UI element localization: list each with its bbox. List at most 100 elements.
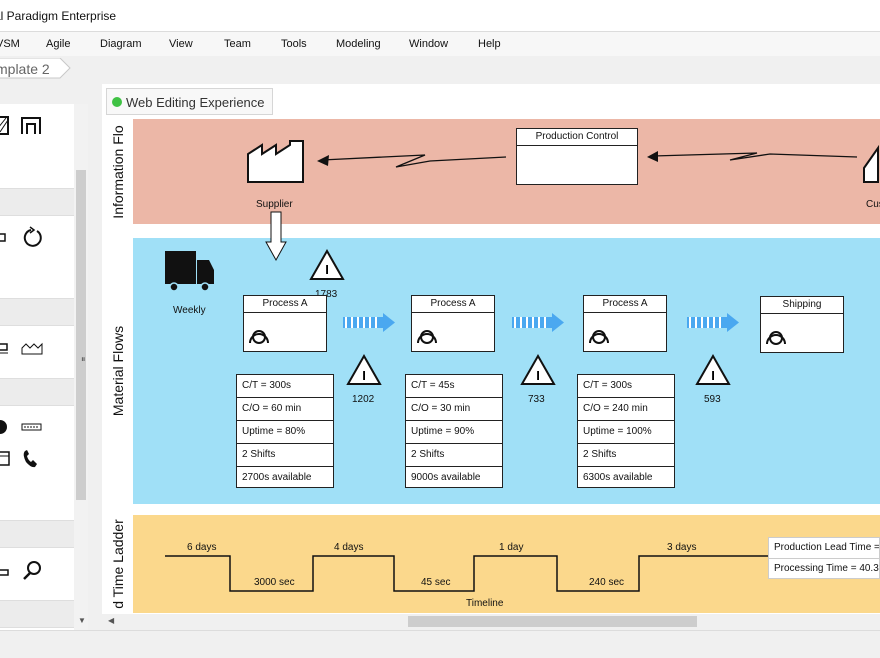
push-arrow-icon[interactable] (687, 313, 739, 332)
menu-view[interactable]: View (169, 38, 193, 50)
process-box[interactable]: Process A (243, 295, 327, 352)
web-editing-label: Web Editing Experience (126, 95, 265, 110)
splitter[interactable]: ⏸ (81, 104, 102, 630)
ladder-secs-label: 240 sec (589, 577, 625, 588)
inventory-triangle-icon[interactable]: I (346, 353, 382, 385)
circle-icon[interactable] (0, 420, 7, 434)
breadcrumb-row (0, 56, 880, 82)
lead-time-text: Production Lead Time = (774, 542, 880, 553)
palette-group-header[interactable] (0, 520, 74, 548)
inventory-triangle-icon[interactable]: I (520, 353, 556, 385)
ladder-days-label: 1 day (499, 542, 524, 553)
process-data-box[interactable]: C/T = 300s C/O = 60 min Uptime = 80% 2 S… (236, 374, 334, 488)
lane-label-ladder[interactable]: d Time Ladder (104, 515, 132, 613)
menu-modeling[interactable]: Modeling (336, 38, 381, 50)
data-cell: 2 Shifts (578, 444, 674, 467)
ladder-days-label: 6 days (187, 542, 217, 553)
shipping-name: Shipping (761, 297, 843, 314)
data-cell: 9000s available (411, 472, 481, 483)
process-data-box[interactable]: C/T = 300s C/O = 240 min Uptime = 100% 2… (577, 374, 675, 488)
ladder-days-label: 3 days (667, 542, 697, 553)
data-cell: 6300s available (583, 472, 653, 483)
shipping-box[interactable]: Shipping (760, 296, 844, 353)
menu-team[interactable]: Team (224, 38, 251, 50)
data-cell: Uptime = 100% (578, 421, 674, 444)
kanban-card-icon[interactable] (21, 423, 42, 431)
supplier-factory-icon[interactable] (247, 140, 304, 183)
scroll-left-arrow-icon[interactable]: ◀ (108, 616, 115, 625)
process-data-box[interactable]: C/T = 45s C/O = 30 min Uptime = 90% 2 Sh… (405, 374, 503, 488)
electronic-info-arrow[interactable] (317, 154, 507, 168)
ladder-secs-label: 45 sec (421, 577, 451, 588)
menu-help[interactable]: Help (478, 38, 501, 50)
menu-bar: VSM Agile Diagram View Team Tools Modeli… (0, 32, 880, 56)
hatched-box-icon[interactable] (0, 116, 9, 135)
inventory-count: 1783 (315, 289, 337, 300)
process-box[interactable]: Process A (583, 295, 667, 352)
store-icon[interactable] (0, 451, 10, 466)
supermarket-icon[interactable] (21, 117, 41, 134)
customer-factory-icon[interactable] (863, 144, 879, 183)
palette-group-header[interactable] (0, 600, 74, 628)
inventory-triangle-icon[interactable]: I (309, 248, 345, 280)
operator-icon (249, 330, 269, 344)
push-arrow-icon[interactable] (512, 313, 564, 332)
svg-text:I: I (536, 368, 540, 383)
ladder-days-label: 4 days (334, 542, 364, 553)
truck-frequency-label: Weekly (173, 305, 206, 316)
data-cell: C/T = 45s (406, 375, 502, 398)
operator-icon (766, 331, 786, 345)
timeline-ladder[interactable] (165, 555, 768, 592)
palette-group-header[interactable] (0, 188, 74, 216)
lead-time-ladder-lane[interactable] (133, 515, 880, 613)
truck-icon[interactable] (165, 251, 214, 292)
svg-text:I: I (711, 368, 715, 383)
canvas-scroll-thumb[interactable] (408, 616, 697, 627)
magnifier-icon[interactable] (23, 561, 41, 580)
data-cell: C/O = 60 min (237, 398, 333, 421)
status-dot-icon (112, 97, 122, 107)
lane-label-information[interactable]: Information Flo (104, 119, 132, 224)
scroll-down-arrow-icon[interactable]: ▼ (78, 616, 86, 625)
web-editing-experience-button[interactable]: Web Editing Experience (106, 88, 273, 115)
lead-time-summary[interactable]: Production Lead Time = Processing Time =… (768, 537, 880, 579)
electronic-info-arrow[interactable] (647, 151, 858, 162)
inventory-triangle-icon[interactable]: I (695, 353, 731, 385)
menu-vsm[interactable]: VSM (0, 38, 20, 50)
supplier-label: Supplier (256, 199, 293, 210)
data-cell: C/T = 300s (237, 375, 333, 398)
inventory-count: 593 (704, 394, 721, 405)
data-cell: 2 Shifts (237, 444, 333, 467)
app-title: al Paradigm Enterprise (0, 9, 117, 23)
palette-group-header[interactable] (0, 298, 74, 326)
lane-label-material[interactable]: Material Flows (104, 238, 132, 504)
menu-diagram[interactable]: Diagram (100, 38, 142, 50)
palette-group-header[interactable] (0, 378, 74, 406)
splitter-grip-icon[interactable]: ⏸ (81, 354, 86, 364)
diagram-toolbar (0, 104, 88, 630)
menu-window[interactable]: Window (409, 38, 449, 50)
process-box[interactable]: Process A (411, 295, 495, 352)
shape-small-icon[interactable] (0, 233, 6, 242)
menu-agile[interactable]: Agile (46, 38, 71, 50)
factory-small-icon[interactable] (21, 342, 43, 355)
phone-icon[interactable] (23, 450, 37, 468)
status-bar (0, 630, 880, 658)
menu-tools[interactable]: Tools (281, 38, 307, 50)
data-cell: Uptime = 90% (406, 421, 502, 444)
production-control-label: Production Control (517, 129, 637, 146)
shipment-arrow[interactable] (265, 211, 287, 262)
push-arrow-icon[interactable] (343, 313, 395, 332)
breadcrumb[interactable]: mplate 2 (0, 58, 72, 79)
timeline-label: Timeline (466, 598, 504, 609)
monitor-icon[interactable] (0, 343, 8, 354)
production-control-box[interactable]: Production Control (516, 128, 638, 185)
palette-scroll-thumb[interactable] (76, 170, 86, 500)
title-bar: al Paradigm Enterprise (0, 0, 880, 32)
bar-icon[interactable] (0, 569, 9, 576)
svg-text:I: I (325, 262, 329, 277)
process-name: Process A (412, 296, 494, 313)
inventory-count: 1202 (352, 394, 375, 405)
rotate-icon[interactable] (23, 226, 42, 247)
